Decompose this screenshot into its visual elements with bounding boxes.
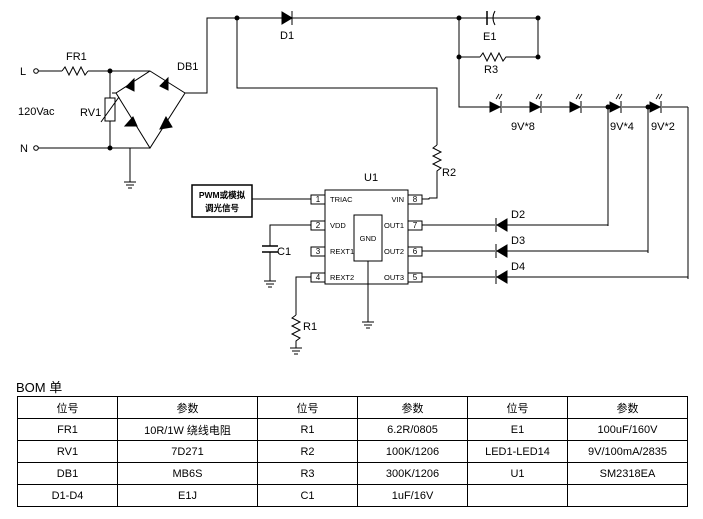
table-row: FR1 10R/1W 绕线电阻 R1 6.2R/0805 E1 100uF/16…: [17, 418, 688, 441]
pin-5-name: OUT3: [384, 273, 404, 282]
pin-8-name: VIN: [391, 195, 404, 204]
label-d3: D3: [511, 235, 525, 247]
dim-signal-box: [191, 184, 253, 218]
table-row: D1-D4 E1J C1 1uF/16V: [17, 484, 688, 507]
label-db1: DB1: [177, 61, 198, 73]
d4-diode: [496, 270, 508, 284]
r1-resistor: [290, 314, 302, 348]
table-header: 参数: [117, 396, 258, 419]
label-led-group2: 9V*4: [610, 121, 634, 133]
d2-diode: [496, 218, 508, 232]
table-cell: 300K/1206: [357, 462, 468, 485]
pin-7-name: OUT1: [384, 221, 404, 230]
pin-8-number: 8: [413, 195, 418, 204]
rv1-varistor: [104, 97, 116, 122]
table-cell: SM2318EA: [567, 462, 688, 485]
circuit-schematic: L N 120Vac FR1 RV1 DB1 D1 E1 R3 R2 R1 C1…: [18, 10, 689, 355]
label-d4: D4: [511, 261, 525, 273]
table-cell: E1J: [117, 484, 258, 507]
table-cell: R3: [257, 462, 358, 485]
table-cell: C1: [257, 484, 358, 507]
table-header: 位号: [257, 396, 358, 419]
table-header: 参数: [567, 396, 688, 419]
label-r1: R1: [303, 321, 317, 333]
label-led-group3: 9V*2: [651, 121, 675, 133]
label-d1: D1: [280, 30, 294, 42]
pin-4-number: 4: [316, 273, 321, 282]
db1-bridge: [115, 70, 186, 149]
table-cell: 10R/1W 绕线电阻: [117, 418, 258, 441]
table-cell: [567, 484, 688, 507]
label-gnd: GND: [360, 234, 377, 243]
pin-6-number: 6: [413, 247, 418, 256]
table-cell: DB1: [17, 462, 118, 485]
table-cell: R1: [257, 418, 358, 441]
pin-6-name: OUT2: [384, 247, 404, 256]
pin-5-number: 5: [413, 273, 418, 282]
label-l: L: [20, 66, 26, 78]
pin-7-number: 7: [413, 221, 418, 230]
table-cell: 1uF/16V: [357, 484, 468, 507]
dim-box-line2: 调光信号: [205, 203, 240, 213]
table-cell: [467, 484, 568, 507]
table-cell: U1: [467, 462, 568, 485]
table-row: DB1 MB6S R3 300K/1206 U1 SM2318EA: [17, 462, 688, 485]
label-u1: U1: [364, 172, 378, 184]
table-header: 位号: [467, 396, 568, 419]
u1-ic: [324, 189, 409, 285]
table-cell: D1-D4: [17, 484, 118, 507]
r3-resistor: [479, 51, 538, 63]
label-vac: 120Vac: [18, 106, 55, 118]
pin-2-name: VDD: [330, 221, 346, 230]
table-header-row: 位号 参数 位号 参数 位号 参数: [17, 396, 688, 419]
bom-table: 位号 参数 位号 参数 位号 参数 FR1 10R/1W 绕线电阻 R1 6.2…: [17, 396, 688, 507]
label-c1: C1: [277, 246, 291, 258]
table-cell: 7D271: [117, 440, 258, 463]
table-header: 位号: [17, 396, 118, 419]
d1-diode: [281, 11, 293, 25]
table-cell: 6.2R/0805: [357, 418, 468, 441]
table-cell: FR1: [17, 418, 118, 441]
table-cell: 9V/100mA/2835: [567, 440, 688, 463]
table-cell: LED1-LED14: [467, 440, 568, 463]
table-cell: R2: [257, 440, 358, 463]
table-cell: 100uF/160V: [567, 418, 688, 441]
table-cell: 100K/1206: [357, 440, 468, 463]
label-r2: R2: [442, 167, 456, 179]
led-string: [489, 101, 662, 113]
pin-1-number: 1: [316, 195, 321, 204]
pin-3-number: 3: [316, 247, 321, 256]
pin-1-name: TRIAC: [330, 195, 353, 204]
table-cell: MB6S: [117, 462, 258, 485]
pin-3-name: REXT1: [330, 247, 354, 256]
d3-diode: [496, 244, 508, 258]
r2-resistor: [429, 144, 443, 199]
label-e1: E1: [483, 31, 496, 43]
table-cell: E1: [467, 418, 568, 441]
table-header: 参数: [357, 396, 468, 419]
label-led-group1: 9V*8: [511, 121, 535, 133]
label-r3: R3: [484, 64, 498, 76]
label-rv1: RV1: [80, 107, 101, 119]
pin-2-number: 2: [316, 221, 321, 230]
label-d2: D2: [511, 209, 525, 221]
table-cell: RV1: [17, 440, 118, 463]
bom-title: BOM 单: [16, 380, 63, 395]
table-row: RV1 7D271 R2 100K/1206 LED1-LED14 9V/100…: [17, 440, 688, 463]
dim-box-line1: PWM或模拟: [199, 190, 246, 200]
pin-4-name: REXT2: [330, 273, 354, 282]
label-n: N: [20, 143, 28, 155]
fr1-resistor: [61, 65, 89, 77]
label-fr1: FR1: [66, 51, 87, 63]
